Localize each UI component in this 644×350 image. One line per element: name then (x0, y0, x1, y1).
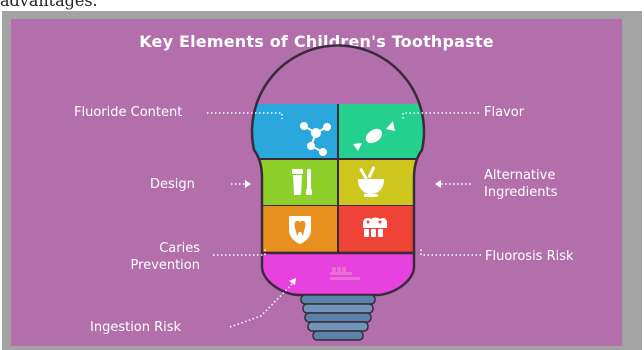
diagram-title: Key Elements of Children's Toothpaste (139, 32, 494, 51)
segment-fluorosis-risk-lower (338, 206, 414, 253)
toothbrush-icon (330, 267, 360, 280)
label-alternative-line2: Ingredients (484, 185, 558, 200)
label-caries-prevention: Caries Prevention (120, 240, 200, 274)
label-alternative-ingredients: Alternative Ingredients (484, 167, 557, 201)
connector-arrowheads (245, 180, 441, 285)
label-fluoride-content: Fluoride Content (74, 105, 183, 120)
label-alternative-line1: Alternative (484, 168, 556, 183)
connector-fluoride (207, 112, 283, 119)
cut-off-text: advantages. (0, 0, 98, 10)
molecule-icon (300, 122, 331, 156)
label-design: Design (150, 177, 195, 192)
bulb-base (300, 294, 376, 341)
connector-fluorosis (420, 248, 481, 256)
label-ingestion-risk: Ingestion Risk (90, 320, 182, 335)
tooth-shield-icon (289, 216, 311, 244)
label-fluorosis-risk: Fluorosis Risk (485, 249, 574, 264)
label-flavor: Flavor (484, 105, 525, 120)
toothpaste-tube-icon (292, 169, 312, 195)
mortar-pestle-icon (358, 166, 384, 197)
bulb-segments (252, 104, 424, 211)
stained-teeth-icon (363, 217, 387, 237)
cut-off-text-strip: advantages. (0, 0, 644, 11)
label-caries-line2: Prevention (130, 258, 200, 273)
diagram-panel: Key Elements of Children's Toothpaste (11, 19, 622, 346)
connector-flavor (402, 112, 479, 119)
connector-ingestion (229, 282, 294, 328)
connector-lines (207, 112, 481, 328)
lightbulb-diagram (207, 44, 481, 341)
candy-icon (353, 121, 395, 151)
label-caries-line1: Caries (159, 241, 200, 256)
connector-caries (213, 248, 266, 256)
